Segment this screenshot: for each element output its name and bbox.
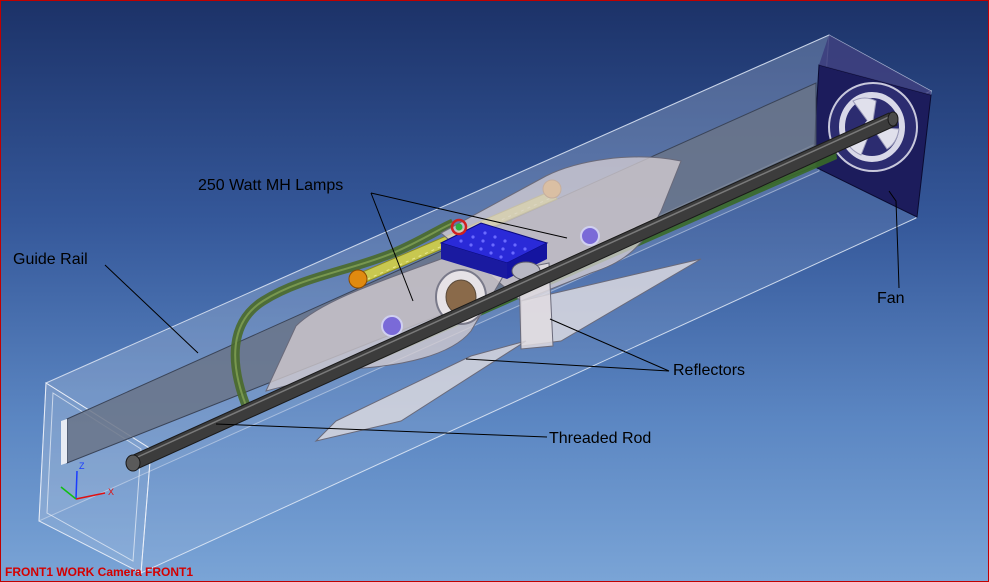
- axis-triad: [60, 470, 106, 500]
- camera-status-label: FRONT1 WORK Camera FRONT1: [5, 565, 194, 579]
- leader-fan: [888, 190, 900, 289]
- carriage-front: [441, 243, 507, 279]
- axis-x-label: X: [108, 487, 115, 497]
- leader-lamps-left: [370, 192, 414, 302]
- fan-panel-side: [819, 35, 931, 95]
- threaded-rod-far-end: [887, 111, 899, 127]
- leader-threaded-rod: [215, 423, 548, 438]
- fan-ring: [839, 92, 905, 162]
- callout-reflectors: Reflectors: [673, 362, 746, 379]
- pulley-left: [348, 269, 368, 289]
- carriage-holes: [459, 231, 527, 259]
- reflector-left-wing: [314, 340, 527, 442]
- callout-threaded-rod: Threaded Rod: [549, 430, 652, 447]
- leader-reflectors-right: [549, 318, 670, 372]
- lamp-left: [381, 315, 403, 337]
- lamp-right: [580, 226, 600, 246]
- leader-lamps-right: [370, 192, 568, 239]
- leader-reflectors-left: [465, 358, 670, 372]
- threaded-rod: [125, 111, 899, 472]
- callout-lamps: 250 Watt MH Lamps: [198, 177, 344, 194]
- callout-fan: Fan: [877, 290, 905, 307]
- axis-z-label: Z: [79, 461, 85, 471]
- axis-x-line: [75, 492, 106, 500]
- guide-rail-edge: [61, 419, 67, 465]
- callout-guide-rail: Guide Rail: [13, 251, 88, 268]
- threaded-rod-end: [125, 454, 141, 472]
- cable-highlight: [234, 222, 454, 414]
- leader-lines: [104, 190, 900, 438]
- axis-z-line: [75, 470, 78, 500]
- threaded-rod-body: [128, 112, 898, 470]
- leader-guide-rail: [104, 264, 199, 354]
- switch-knob: [450, 218, 468, 236]
- axis-y-line: [60, 486, 77, 500]
